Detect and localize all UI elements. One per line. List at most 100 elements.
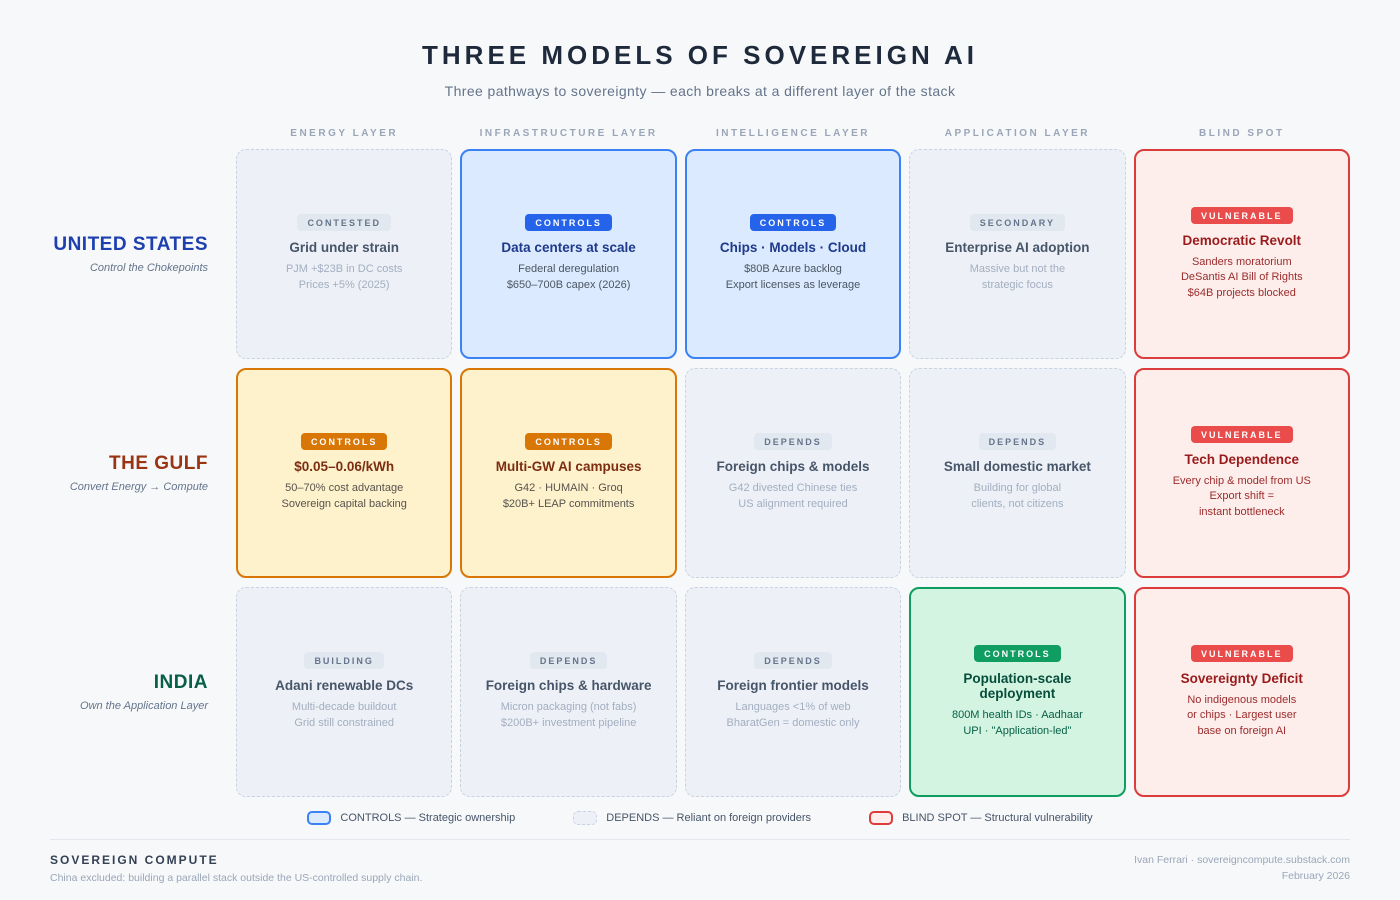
legend: CONTROLS — Strategic ownership DEPENDS — … bbox=[50, 811, 1350, 825]
cell-line: 50–70% cost advantage bbox=[285, 482, 404, 495]
legend-swatch-blindspot-icon bbox=[869, 811, 894, 825]
legend-item-blindspot: BLIND SPOT — Structural vulnerability bbox=[869, 811, 1093, 825]
cell-line: Multi-decade buildout bbox=[291, 701, 397, 714]
cell-badge: DEPENDS bbox=[978, 433, 1057, 451]
cell-title: Data centers at scale bbox=[501, 240, 636, 256]
cell-title: Foreign chips & models bbox=[716, 459, 870, 475]
cell-badge: VULNERABLE bbox=[1191, 206, 1293, 224]
cell-line: $200B+ investment pipeline bbox=[500, 717, 637, 729]
cell-title: Foreign chips & hardware bbox=[485, 678, 652, 694]
cell-line: Prices +5% (2025) bbox=[298, 279, 390, 291]
cell-title: Adani renewable DCs bbox=[275, 678, 414, 694]
legend-item-depends: DEPENDS — Reliant on foreign providers bbox=[573, 811, 811, 825]
cell-line: Export shift = bbox=[1209, 490, 1275, 503]
cell-line: Languages <1% of web bbox=[735, 701, 851, 714]
cell-line: 800M health IDs · Aadhaar bbox=[951, 708, 1083, 721]
legend-item-controls: CONTROLS — Strategic ownership bbox=[307, 811, 515, 825]
cell-title: Sovereignty Deficit bbox=[1180, 670, 1303, 686]
footer-right: Ivan Ferrari · sovereigncompute.substack… bbox=[1134, 853, 1350, 885]
cell-line: Micron packaging (not fabs) bbox=[500, 701, 637, 714]
cell-line: G42 · HUMAIN · Groq bbox=[514, 482, 623, 495]
column-header-infrastructure-layer: INFRASTRUCTURE LAYER bbox=[479, 127, 658, 139]
cell-badge: CONTROLS bbox=[749, 214, 837, 232]
cell-population-scale-deployment: CONTROLS Population-scale deployment 800M … bbox=[909, 587, 1126, 797]
cell-line: BharatGen = domestic only bbox=[726, 717, 860, 729]
cell-title: Enterprise AI adoption bbox=[945, 240, 1090, 256]
cell-chips-models-cloud: CONTROLS Chips · Models · Cloud $80B Azure… bbox=[684, 149, 902, 359]
cell-title: Democratic Revolt bbox=[1182, 232, 1302, 248]
cell-line: No indigenous models bbox=[1187, 693, 1297, 706]
cell-line: $20B+ LEAP commitments bbox=[502, 498, 635, 510]
cell-sovereignty-deficit: VULNERABLE Sovereignty Deficit No indigeno… bbox=[1133, 587, 1350, 797]
cell-title: Grid under strain bbox=[289, 240, 399, 256]
footer: SOVEREIGN COMPUTE China excluded: buildi… bbox=[50, 839, 1350, 885]
cell-badge: BUILDING bbox=[304, 652, 384, 670]
cell-line: base on foreign AI bbox=[1197, 724, 1287, 737]
cell-badge: CONTROLS bbox=[974, 644, 1061, 662]
legend-label: BLIND SPOT — Structural vulnerability bbox=[902, 812, 1093, 824]
cell-line: Grid still constrained bbox=[294, 717, 395, 729]
cell-line: Federal deregulation bbox=[518, 263, 620, 276]
cell-title: Chips · Models · Cloud bbox=[719, 240, 867, 256]
legend-label: DEPENDS — Reliant on foreign providers bbox=[606, 812, 812, 824]
column-header-intelligence-layer: INTELLIGENCE LAYER bbox=[715, 127, 871, 139]
row-label-the-gulf: THE GULF Convert Energy → Compute bbox=[50, 368, 228, 578]
cell-title: Multi-GW AI campuses bbox=[495, 459, 642, 475]
cell-line: $650–700B capex (2026) bbox=[506, 279, 631, 291]
cell-badge: CONTROLS bbox=[525, 214, 612, 232]
cell-badge: DEPENDS bbox=[754, 433, 832, 451]
cell-badge: VULNERABLE bbox=[1191, 425, 1293, 443]
row-name: THE GULF bbox=[109, 453, 208, 474]
cell-line: Sovereign capital backing bbox=[281, 498, 407, 510]
cell-line: $80B Azure backlog bbox=[744, 263, 842, 276]
legend-swatch-controls-icon bbox=[307, 811, 332, 825]
cell-badge: CONTROLS bbox=[300, 433, 388, 451]
cell-line: or chips · Largest user bbox=[1187, 709, 1297, 722]
cell-line: Every chip & model from US bbox=[1172, 474, 1311, 487]
cell-badge: CONTESTED bbox=[297, 214, 391, 232]
cell-badge: VULNERABLE bbox=[1191, 644, 1293, 662]
cell-line: Building for global bbox=[973, 482, 1062, 495]
cell-title: Population-scale deployment bbox=[963, 670, 1072, 701]
cell-line: PJM +$23B in DC costs bbox=[285, 263, 403, 276]
cell-title: Foreign frontier models bbox=[717, 678, 869, 694]
footer-credit: Ivan Ferrari · sovereigncompute.substack… bbox=[1134, 854, 1350, 866]
cell-badge: CONTROLS bbox=[525, 433, 612, 451]
cell-line: UPI · "Application-led" bbox=[963, 724, 1072, 737]
column-header-blind-spot: BLIND SPOT bbox=[1199, 127, 1285, 139]
cell-badge: DEPENDS bbox=[529, 652, 608, 670]
cell-line: DeSantis AI Bill of Rights bbox=[1180, 271, 1303, 284]
row-tagline: Convert Energy → Compute bbox=[69, 481, 208, 493]
cell-line: US alignment required bbox=[738, 498, 848, 510]
cell-line: Massive but not the bbox=[969, 263, 1066, 276]
footer-left: SOVEREIGN COMPUTE China excluded: buildi… bbox=[50, 853, 422, 884]
cell-title: Tech Dependence bbox=[1184, 451, 1300, 467]
header: THREE MODELS OF SOVEREIGN AI Three pathw… bbox=[50, 0, 1350, 99]
cell-badge: SECONDARY bbox=[969, 214, 1065, 232]
page-title: THREE MODELS OF SOVEREIGN AI bbox=[422, 40, 978, 70]
cell-line: G42 divested Chinese ties bbox=[728, 482, 858, 495]
cell-title: Small domestic market bbox=[943, 459, 1091, 475]
footer-brand: SOVEREIGN COMPUTE bbox=[50, 853, 219, 867]
cell-line: Export licenses as leverage bbox=[725, 279, 861, 291]
row-name: UNITED STATES bbox=[53, 234, 208, 255]
column-header-energy-layer: ENERGY LAYER bbox=[290, 127, 399, 139]
column-header-application-layer: APPLICATION LAYER bbox=[944, 127, 1091, 139]
cell-line: instant bottleneck bbox=[1198, 505, 1285, 518]
legend-label: CONTROLS — Strategic ownership bbox=[340, 812, 516, 824]
